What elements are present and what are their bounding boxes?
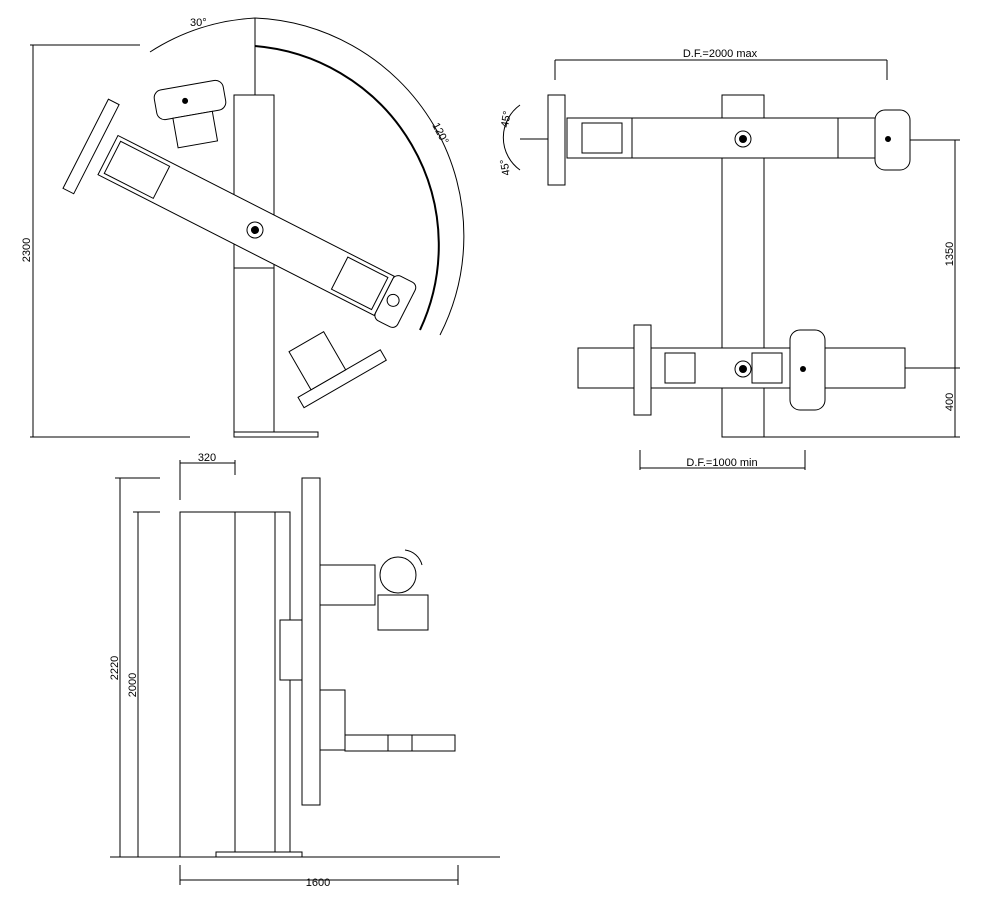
table-top: [344, 734, 456, 752]
tilt-up-label: 45°: [499, 110, 514, 128]
profile-view: 320 2220 2000 1600: [109, 452, 500, 889]
base-plate: [215, 851, 303, 858]
column: [233, 94, 275, 433]
dim-400-label: 400: [944, 393, 956, 411]
dim-2300-label: 2300: [21, 238, 33, 262]
pivot: [246, 221, 264, 239]
front-view: D.F.=2000 max 45° 45° 1350 400: [498, 48, 960, 470]
rotation-arrow: [404, 549, 423, 566]
tilt-arc: [502, 104, 521, 171]
dim-2220-label: 2220: [109, 656, 121, 680]
arc-120: [254, 45, 440, 331]
tube-arm: [319, 564, 376, 606]
tube-head-lower: [789, 329, 826, 411]
df-max-label: D.F.=2000 max: [683, 48, 758, 60]
detector: [62, 98, 120, 195]
pivot: [734, 130, 752, 148]
tube-carriage: [751, 352, 783, 384]
collimator: [377, 594, 429, 631]
tube-port: [386, 293, 400, 307]
dim-1350-label: 1350: [944, 242, 956, 266]
detector-stand-plate: [301, 477, 321, 806]
rotated-arm: [62, 98, 417, 328]
detector-carriage: [103, 140, 171, 200]
dim-320-label: 320: [198, 452, 216, 464]
pivot-center: [739, 135, 747, 143]
arc-30: [149, 17, 256, 53]
base-plate: [233, 431, 319, 438]
detector-carriage: [581, 122, 623, 154]
carriage: [279, 619, 303, 681]
tube-head: [374, 275, 417, 328]
angle-120-label: 120°: [429, 121, 450, 147]
detector-carriage: [664, 352, 696, 384]
dim-2000-label: 2000: [127, 673, 139, 697]
tube-ghost-top: [153, 79, 227, 149]
rotation-view: 2300 30° 120°: [21, 17, 465, 438]
dim-1600-label: 1600: [306, 877, 330, 889]
tube-carriage: [330, 256, 389, 311]
detector-upper: [547, 94, 566, 186]
tube-head-upper: [874, 109, 911, 171]
detector-ghost-bottom: [288, 331, 387, 409]
pivot-center: [251, 226, 259, 234]
angle-30-label: 30°: [190, 17, 207, 29]
detector-lower: [633, 324, 652, 416]
table-support: [319, 689, 346, 751]
arc-120-outer: [254, 17, 465, 336]
tilt-down-label: 45°: [498, 158, 513, 176]
df-min-label: D.F.=1000 min: [686, 457, 757, 469]
tube-housing: [379, 556, 417, 594]
